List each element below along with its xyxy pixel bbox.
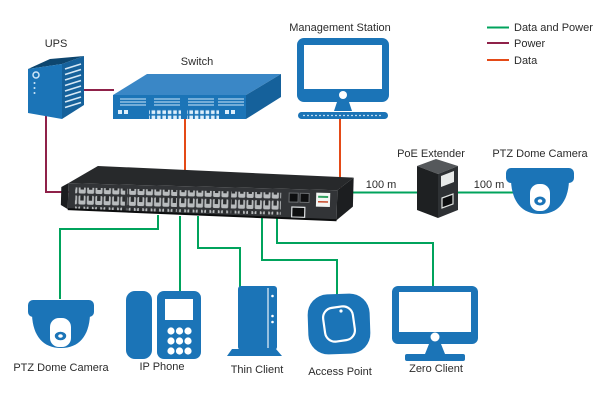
- distance-left-label: 100 m: [366, 179, 397, 191]
- line-datapower-to-zero-client: [276, 217, 434, 288]
- distance-right-label: 100 m: [474, 179, 505, 191]
- switch-ports: [118, 109, 235, 120]
- camera-lens: [58, 334, 63, 338]
- ups-label: UPS: [45, 38, 68, 50]
- phone-keypad: [167, 327, 192, 355]
- ip-phone-label: IP Phone: [139, 361, 184, 373]
- line-datapower-to-thin-client: [197, 216, 241, 288]
- phone-screen: [165, 299, 193, 320]
- line-datapower-to-access-point: [261, 217, 338, 296]
- switch-label: Switch: [181, 56, 213, 68]
- legend-label-power: Power: [514, 38, 546, 50]
- poe-switch-uplink-ports: [288, 192, 331, 218]
- phone-handset: [126, 291, 152, 359]
- legend-label-data: Data: [514, 55, 538, 67]
- ip-phone-icon: [126, 291, 201, 359]
- thin-client-icon: [227, 286, 282, 356]
- poe-switch-icon: [60, 165, 354, 222]
- thin-client-base: [227, 349, 282, 356]
- ups-power-button: [32, 71, 40, 79]
- management-station-icon: [297, 38, 389, 119]
- access-point-icon: [307, 293, 371, 355]
- ptz-dome-camera-right-icon: [506, 168, 574, 214]
- legend: Data and Power Power Data: [487, 22, 593, 67]
- legend-label-data-and-power: Data and Power: [514, 22, 593, 34]
- thin-client-label: Thin Client: [231, 364, 284, 376]
- ups-vents: [64, 63, 82, 109]
- zero-client-base: [405, 354, 465, 361]
- switch-vents: [120, 98, 244, 106]
- poe-extender-port: [441, 193, 454, 209]
- ups-icon: [28, 56, 84, 119]
- poe-extender-label: PoE Extender: [397, 148, 465, 160]
- poe-extender-icon: [417, 159, 458, 218]
- ptz-dome-camera-right-label: PTZ Dome Camera: [492, 148, 588, 160]
- switch-icon: [113, 74, 281, 120]
- poe-switch-port-banks: [74, 187, 282, 215]
- zero-client-label: Zero Client: [409, 363, 463, 375]
- management-station-label: Management Station: [289, 22, 391, 34]
- line-datapower-to-camera-left: [59, 215, 159, 299]
- zero-client-screen: [399, 292, 471, 332]
- management-station-screen: [304, 45, 382, 89]
- ptz-dome-camera-left-icon: [28, 300, 94, 348]
- ptz-dome-camera-left-label: PTZ Dome Camera: [13, 362, 109, 374]
- access-point-label: Access Point: [308, 366, 372, 378]
- line-power-ups-to-poe-switch: [45, 112, 72, 193]
- zero-client-icon: [392, 286, 478, 361]
- camera-lens: [537, 199, 543, 203]
- poe-extender-sticker: [441, 171, 454, 187]
